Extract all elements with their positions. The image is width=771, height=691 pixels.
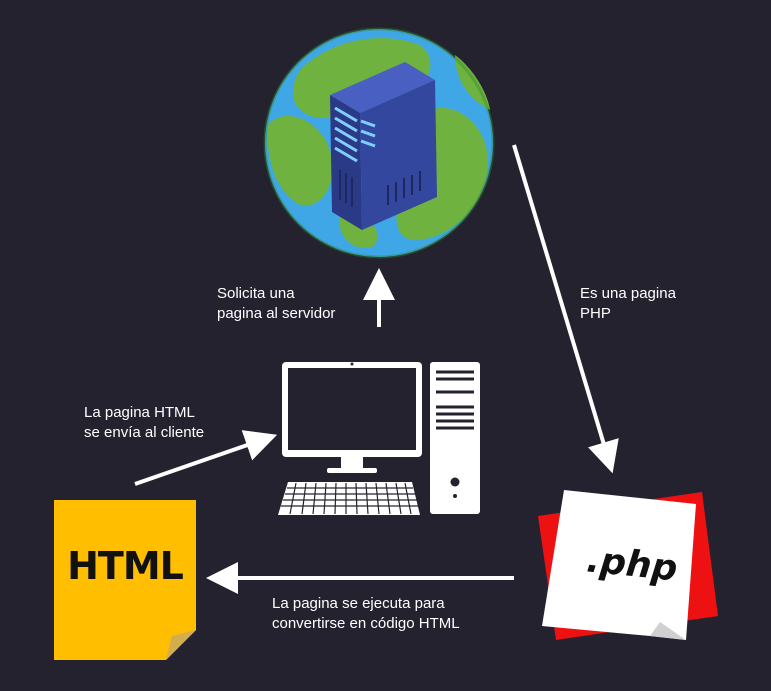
execute-label-line1: La pagina se ejecuta para: [272, 595, 445, 612]
php-detect-label: Es una pagina PHP: [580, 284, 676, 324]
php-detect-label-line1: Es una pagina: [580, 285, 676, 302]
request-label: Solicita una pagina al servidor: [217, 284, 335, 324]
send-client-label-line1: La pagina HTML: [84, 404, 195, 421]
request-label-line2: pagina al servidor: [217, 305, 336, 322]
arrow-html-to-client: [134, 430, 278, 486]
php-file-icon: .php: [520, 488, 720, 648]
desktop-computer-icon: [278, 362, 480, 515]
send-client-label-line2: se envía al cliente: [84, 424, 205, 441]
execute-label-line2: convertirse en código HTML: [272, 615, 460, 632]
request-label-line1: Solicita una: [217, 285, 295, 302]
send-client-label: La pagina HTML se envía al cliente: [84, 403, 204, 443]
arrow-server-to-php: [512, 144, 619, 474]
execute-label: La pagina se ejecuta para convertirse en…: [272, 594, 460, 634]
php-detect-label-line2: PHP: [580, 305, 611, 322]
html-note-text: HTML: [67, 544, 184, 588]
html-file-icon: HTML: [54, 500, 196, 660]
server-icon: [330, 62, 437, 230]
